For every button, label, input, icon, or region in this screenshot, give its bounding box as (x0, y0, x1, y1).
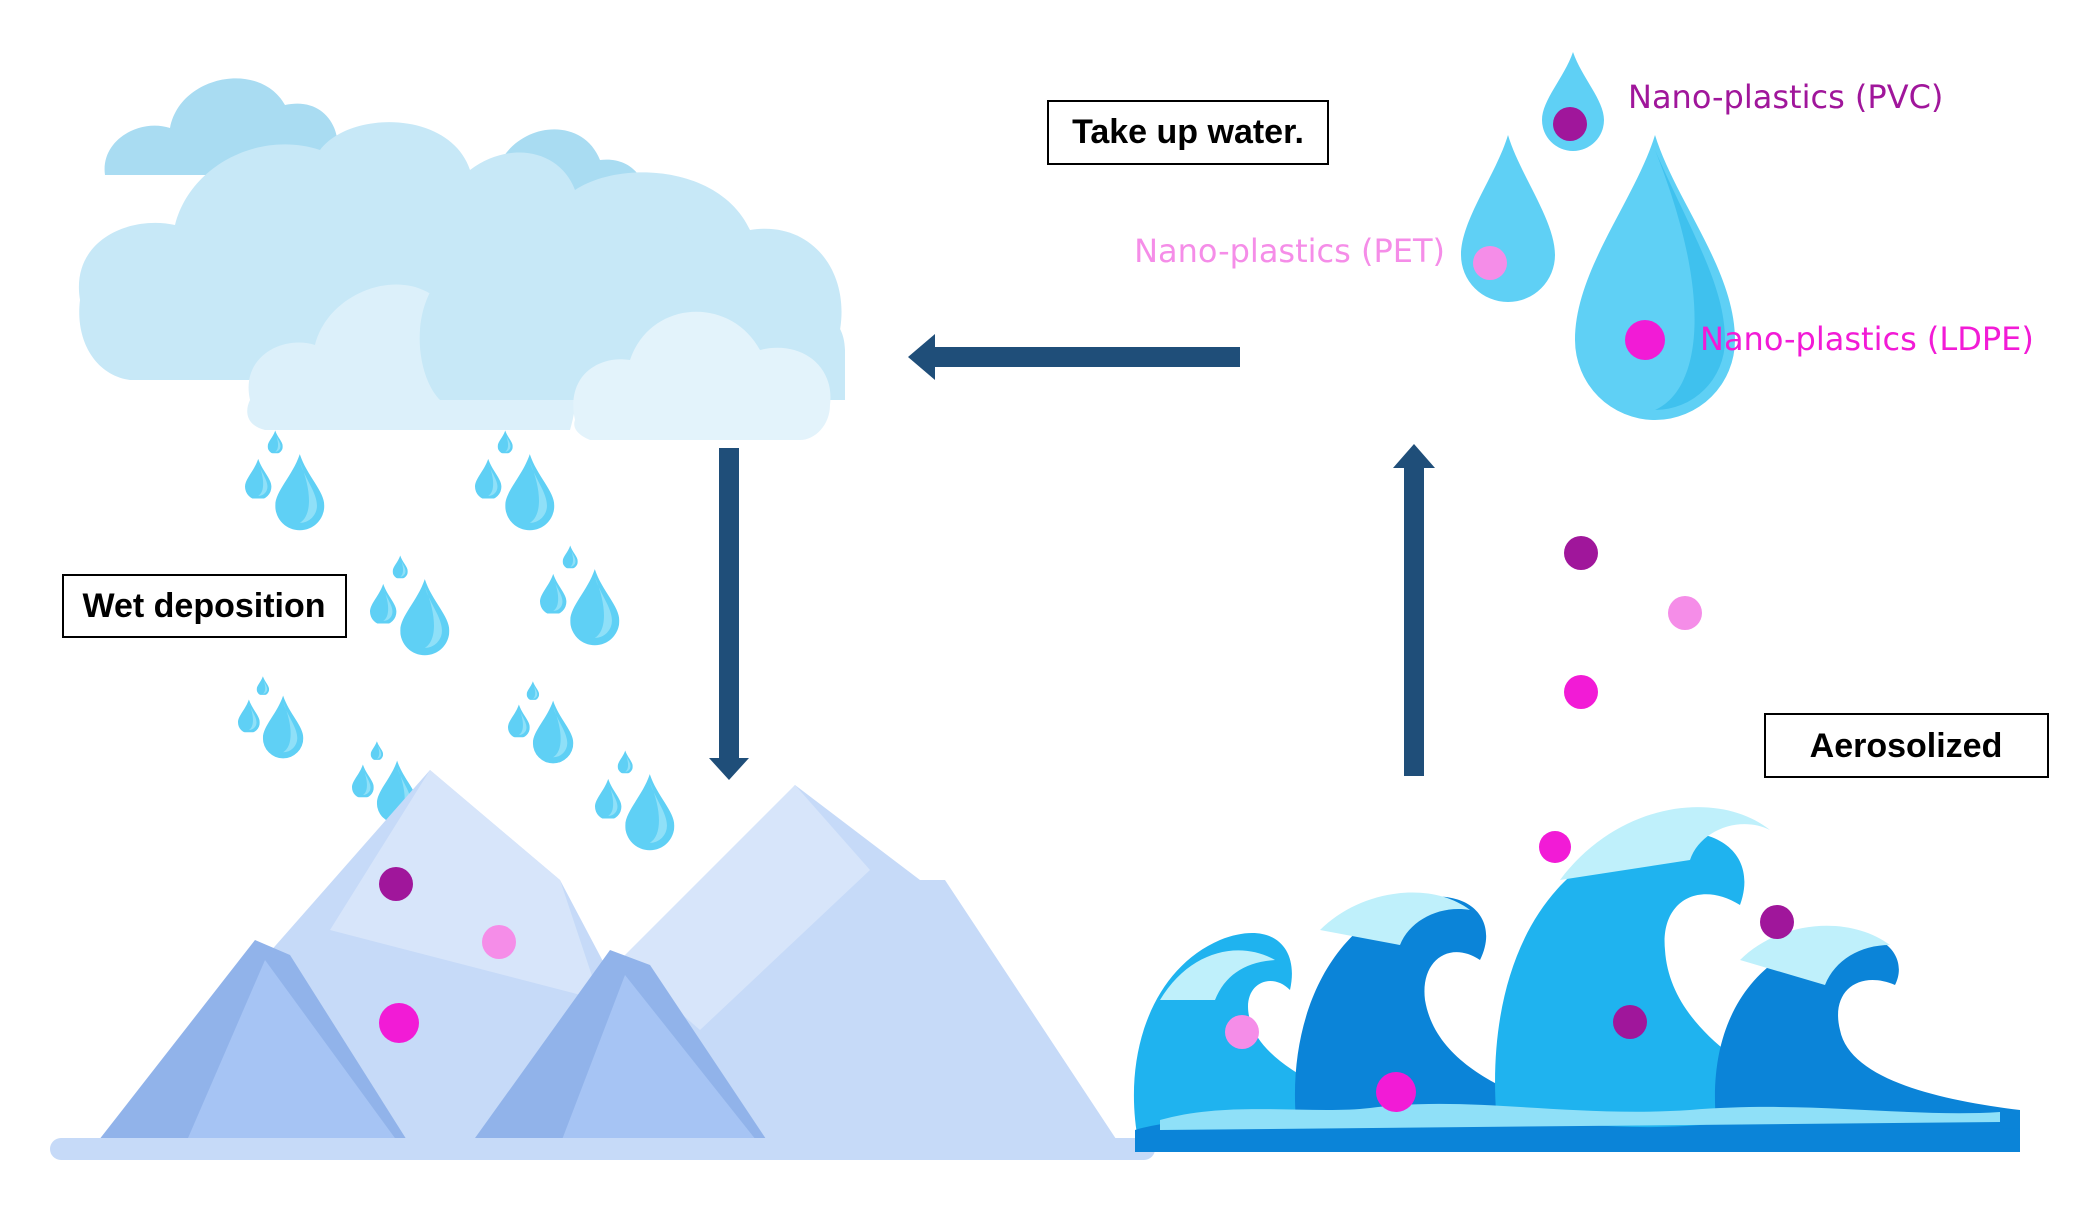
particle-pvc (1760, 905, 1794, 939)
particle-pet (1668, 596, 1702, 630)
particle-pvc (1613, 1005, 1647, 1039)
particle-ldpe (1376, 1072, 1416, 1112)
label-pet: Nano-plastics (PET) (1134, 232, 1445, 270)
particle-ldpe (1625, 320, 1665, 360)
wet-deposition-label: Wet deposition (82, 587, 325, 625)
mountain-icon (50, 770, 1155, 1160)
particle-pvc (1564, 536, 1598, 570)
particle-pvc (1553, 107, 1587, 141)
take-up-water-box: Take up water. (1047, 100, 1329, 165)
aerosolized-label: Aerosolized (1810, 727, 2003, 765)
arrow-down (709, 448, 749, 780)
particle-ldpe (1539, 831, 1571, 863)
wave-icon (1133, 807, 2020, 1152)
particle-pvc (379, 867, 413, 901)
particles (379, 107, 1794, 1112)
label-ldpe: Nano-plastics (LDPE) (1700, 320, 2034, 358)
particle-ldpe (379, 1003, 419, 1043)
cloud-icon (78, 78, 845, 440)
particle-ldpe (1564, 675, 1598, 709)
droplet-pet (1461, 135, 1555, 302)
arrow-left (908, 334, 1240, 380)
particle-pet (1225, 1015, 1259, 1049)
arrow-up (1393, 444, 1435, 776)
aerosolized-box: Aerosolized (1764, 713, 2049, 778)
particle-pet (1473, 246, 1507, 280)
wet-deposition-box: Wet deposition (62, 574, 347, 638)
raindrop-icon (238, 431, 674, 851)
label-pvc: Nano-plastics (PVC) (1628, 78, 1943, 116)
take-up-water-label: Take up water. (1072, 113, 1304, 151)
particle-pet (482, 925, 516, 959)
